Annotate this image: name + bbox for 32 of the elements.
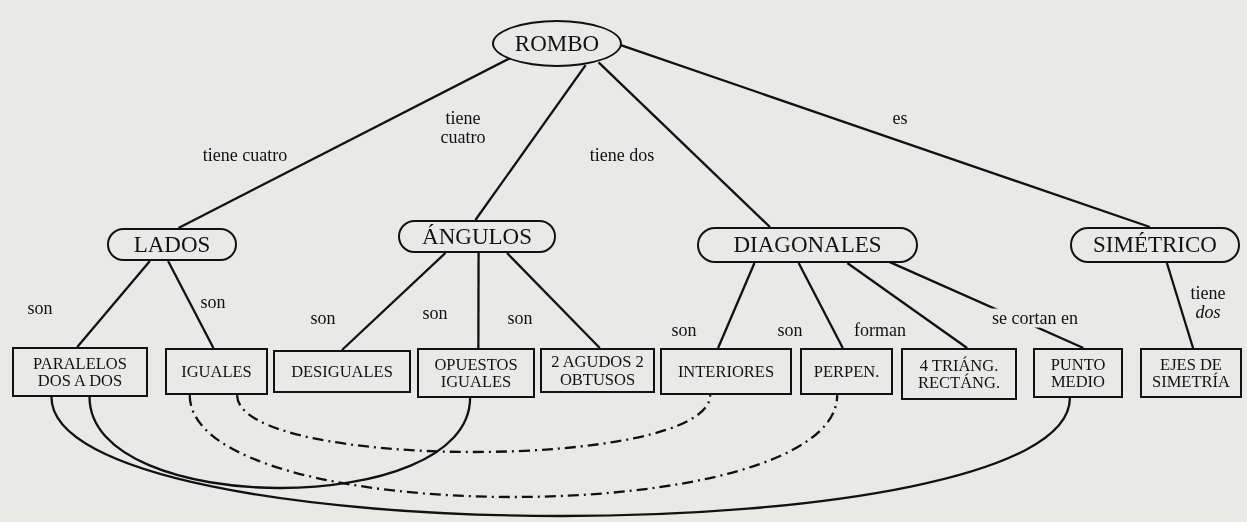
connector-line bbox=[846, 262, 968, 349]
connector-line bbox=[474, 64, 587, 221]
connector-line bbox=[177, 57, 511, 230]
concept-pill: LADOS bbox=[107, 228, 237, 261]
connector-line bbox=[341, 252, 447, 351]
edge-label: se cortan en bbox=[990, 308, 1080, 328]
connector-line bbox=[506, 252, 601, 349]
concept-box: 4 TRIÁNG. RECTÁNG. bbox=[901, 348, 1017, 400]
concept-box: OPUESTOS IGUALES bbox=[417, 348, 535, 398]
concept-pill: SIMÉTRICO bbox=[1070, 227, 1240, 263]
edge-label: tiene dos bbox=[1189, 284, 1227, 322]
connector-line bbox=[797, 262, 844, 349]
concept-box: INTERIORES bbox=[660, 348, 792, 395]
connector-line bbox=[477, 253, 480, 348]
connector-line bbox=[88, 396, 472, 490]
concept-box: 2 AGUDOS 2 OBTUSOS bbox=[540, 348, 655, 393]
concept-box: PARALELOS DOS A DOS bbox=[12, 347, 148, 397]
connector-line bbox=[167, 260, 215, 349]
connector-line bbox=[597, 61, 771, 228]
connector-line bbox=[1165, 262, 1195, 349]
connector-line bbox=[76, 260, 151, 348]
concept-box: DESIGUALES bbox=[273, 350, 411, 393]
dash-dot-connector bbox=[188, 394, 839, 498]
concept-box: IGUALES bbox=[165, 348, 268, 395]
concept-box: PUNTO MEDIO bbox=[1033, 348, 1123, 398]
concept-box: PERPEN. bbox=[800, 348, 893, 395]
concept-ellipse: ROMBO bbox=[492, 20, 622, 67]
edge-label: tiene cuatro bbox=[439, 109, 487, 147]
connector-line bbox=[717, 262, 756, 349]
concept-pill: DIAGONALES bbox=[697, 227, 918, 263]
concept-box: EJES DE SIMETRÍA bbox=[1140, 348, 1242, 398]
concept-pill: ÁNGULOS bbox=[398, 220, 556, 253]
